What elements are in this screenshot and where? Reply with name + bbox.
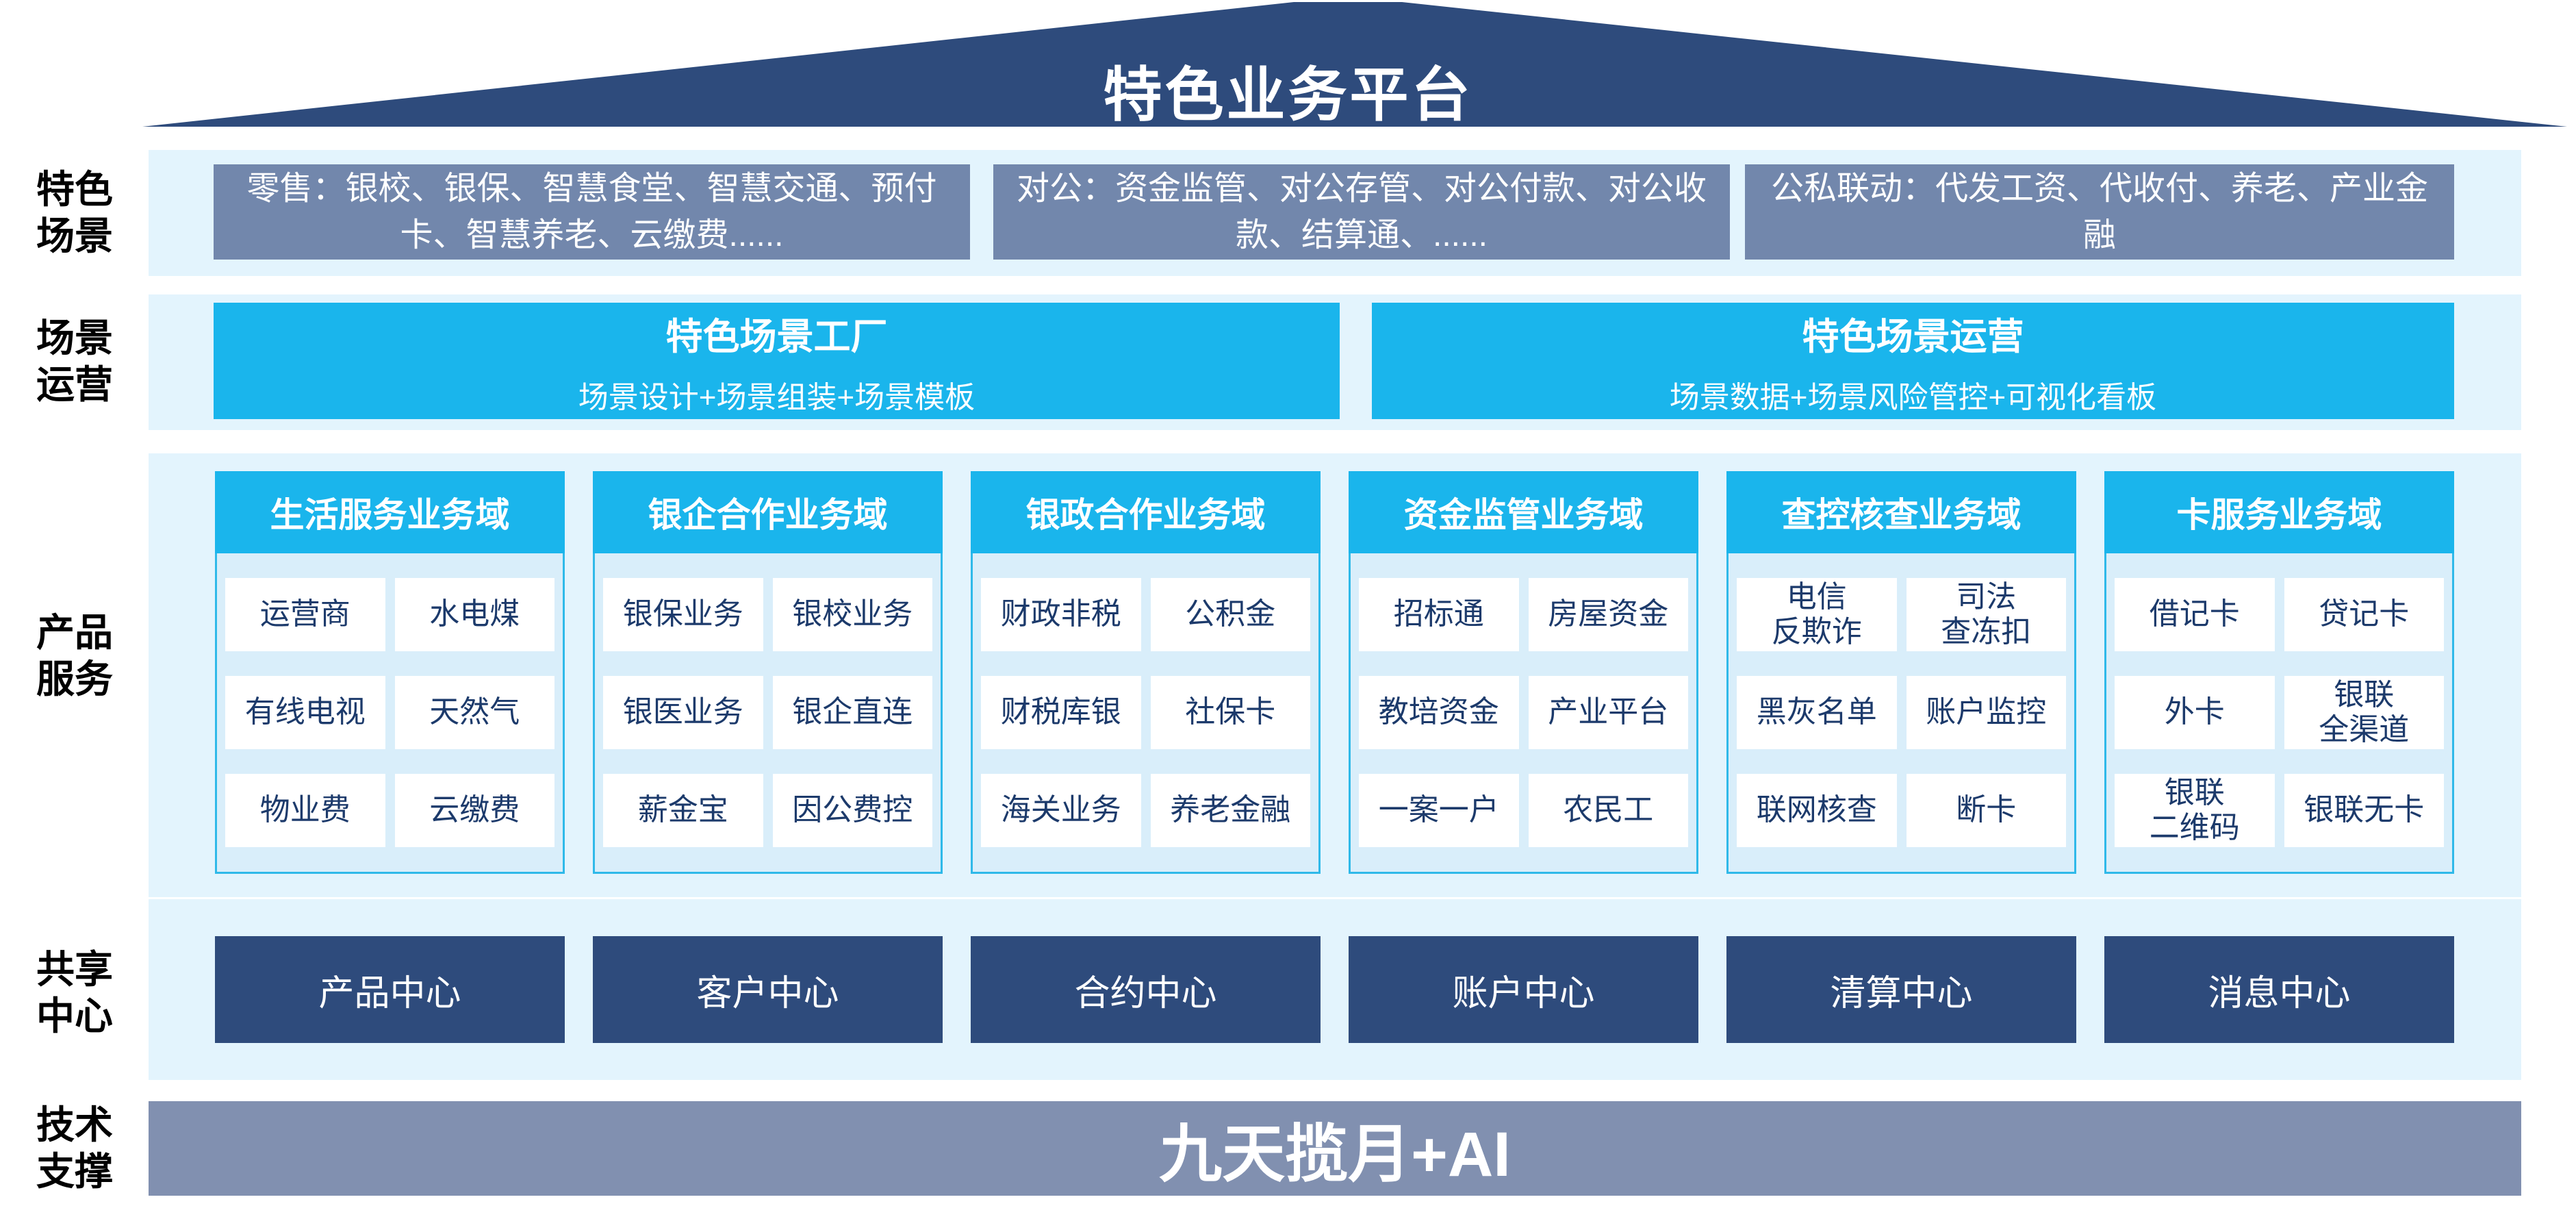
column-body: 借记卡 贷记卡 外卡 银联 全渠道 银联 二维码 银联无卡 — [2104, 553, 2454, 874]
product-cell: 云缴费 — [394, 774, 554, 847]
center-box-account: 账户中心 — [1349, 936, 1698, 1043]
product-cell: 银校业务 — [772, 578, 932, 651]
center-box-clearing: 清算中心 — [1726, 936, 2076, 1043]
ops-operation-title: 特色场景运营 — [1802, 316, 2024, 357]
product-cell: 养老金融 — [1150, 774, 1310, 847]
product-cell: 黑灰名单 — [1737, 676, 1897, 749]
product-column-life-services: 生活服务业务域 运营商 水电煤 有线电视 天然气 物业费 云缴费 — [215, 471, 565, 874]
ops-box-operation: 特色场景运营 场景数据+场景风险管控+可视化看板 — [1372, 303, 2454, 419]
scene-box-public-private: 公私联动：代发工资、代收付、养老、产业金融 — [1745, 164, 2454, 260]
centers-band: 产品中心 客户中心 合约中心 账户中心 清算中心 消息中心 — [149, 899, 2521, 1080]
product-cell: 房屋资金 — [1528, 578, 1688, 651]
column-body: 银保业务 银校业务 银医业务 银企直连 薪金宝 因公费控 — [593, 553, 943, 874]
ops-factory-subtitle: 场景设计+场景组装+场景模板 — [578, 380, 975, 414]
product-column-bank-government: 银政合作业务域 财政非税 公积金 财税库银 社保卡 海关业务 养老金融 — [971, 471, 1321, 874]
center-box-customer: 客户中心 — [593, 936, 943, 1043]
product-cell: 银联无卡 — [2284, 774, 2444, 847]
center-box-contract: 合约中心 — [971, 936, 1321, 1043]
product-cell: 司法 查冻扣 — [1906, 578, 2066, 651]
product-cell: 银联 二维码 — [2115, 774, 2275, 847]
product-cell: 社保卡 — [1150, 676, 1310, 749]
column-header: 银政合作业务域 — [971, 471, 1321, 553]
product-cell: 一案一户 — [1359, 774, 1519, 847]
product-cell: 海关业务 — [981, 774, 1141, 847]
product-cell: 借记卡 — [2115, 578, 2275, 651]
product-cell: 外卡 — [2115, 676, 2275, 749]
product-cell: 公积金 — [1150, 578, 1310, 651]
product-column-card-services: 卡服务业务域 借记卡 贷记卡 外卡 银联 全渠道 银联 二维码 银联无卡 — [2104, 471, 2454, 874]
center-box-product: 产品中心 — [215, 936, 565, 1043]
product-cell: 联网核查 — [1737, 774, 1897, 847]
column-header: 查控核查业务域 — [1726, 471, 2076, 553]
ops-operation-subtitle: 场景数据+场景风险管控+可视化看板 — [1669, 380, 2157, 414]
products-band: 生活服务业务域 运营商 水电煤 有线电视 天然气 物业费 云缴费 银企合作业务域… — [149, 453, 2521, 897]
product-column-fund-supervision: 资金监管业务域 招标通 房屋资金 教培资金 产业平台 一案一户 农民工 — [1349, 471, 1698, 874]
product-column-inspection: 查控核查业务域 电信 反欺诈 司法 查冻扣 黑灰名单 账户监控 联网核查 断卡 — [1726, 471, 2076, 874]
column-header: 资金监管业务域 — [1349, 471, 1698, 553]
scenes-band: 零售：银校、银保、智慧食堂、智慧交通、预付卡、智慧养老、云缴费...... 对公… — [149, 150, 2521, 276]
column-header: 银企合作业务域 — [593, 471, 943, 553]
operations-band: 特色场景工厂 场景设计+场景组装+场景模板 特色场景运营 场景数据+场景风险管控… — [149, 294, 2521, 430]
column-body: 财政非税 公积金 财税库银 社保卡 海关业务 养老金融 — [971, 553, 1321, 874]
page-title: 特色业务平台 — [1103, 62, 1473, 128]
row-label-scenes: 特色 场景 — [36, 168, 113, 258]
product-cell: 水电煤 — [394, 578, 554, 651]
product-column-bank-enterprise: 银企合作业务域 银保业务 银校业务 银医业务 银企直连 薪金宝 因公费控 — [593, 471, 943, 874]
product-cell: 农民工 — [1528, 774, 1688, 847]
ops-factory-title: 特色场景工厂 — [665, 316, 888, 357]
product-cell: 账户监控 — [1906, 676, 2066, 749]
row-label-products: 产品 服务 — [36, 611, 113, 701]
product-cell: 因公费控 — [772, 774, 932, 847]
product-cell: 电信 反欺诈 — [1737, 578, 1897, 651]
product-cell: 物业费 — [225, 774, 385, 847]
row-label-centers: 共享 中心 — [36, 948, 113, 1038]
product-cell: 财税库银 — [981, 676, 1141, 749]
tech-support-bar: 九天揽月+AI — [149, 1101, 2521, 1196]
product-cell: 运营商 — [225, 578, 385, 651]
scene-box-retail: 零售：银校、银保、智慧食堂、智慧交通、预付卡、智慧养老、云缴费...... — [214, 164, 970, 260]
column-body: 招标通 房屋资金 教培资金 产业平台 一案一户 农民工 — [1349, 553, 1698, 874]
product-cell: 有线电视 — [225, 676, 385, 749]
row-label-tech: 技术 支撑 — [36, 1103, 113, 1194]
product-cell: 银保业务 — [603, 578, 763, 651]
product-cell: 贷记卡 — [2284, 578, 2444, 651]
product-cell: 财政非税 — [981, 578, 1141, 651]
column-header: 生活服务业务域 — [215, 471, 565, 553]
product-cell: 银医业务 — [603, 676, 763, 749]
column-body: 电信 反欺诈 司法 查冻扣 黑灰名单 账户监控 联网核查 断卡 — [1726, 553, 2076, 874]
product-cell: 产业平台 — [1528, 676, 1688, 749]
roof-polygon — [142, 2, 2567, 127]
product-cell: 银联 全渠道 — [2284, 676, 2444, 749]
scene-box-corporate: 对公：资金监管、对公存管、对公付款、对公收款、结算通、...... — [993, 164, 1730, 260]
product-cell: 断卡 — [1906, 774, 2066, 847]
column-body: 运营商 水电煤 有线电视 天然气 物业费 云缴费 — [215, 553, 565, 874]
column-header: 卡服务业务域 — [2104, 471, 2454, 553]
product-cell: 教培资金 — [1359, 676, 1519, 749]
product-cell: 银企直连 — [772, 676, 932, 749]
product-cell: 薪金宝 — [603, 774, 763, 847]
row-label-operations: 场景 运营 — [36, 316, 113, 407]
product-cell: 招标通 — [1359, 578, 1519, 651]
center-box-message: 消息中心 — [2104, 936, 2454, 1043]
product-cell: 天然气 — [394, 676, 554, 749]
ops-box-factory: 特色场景工厂 场景设计+场景组装+场景模板 — [214, 303, 1340, 419]
